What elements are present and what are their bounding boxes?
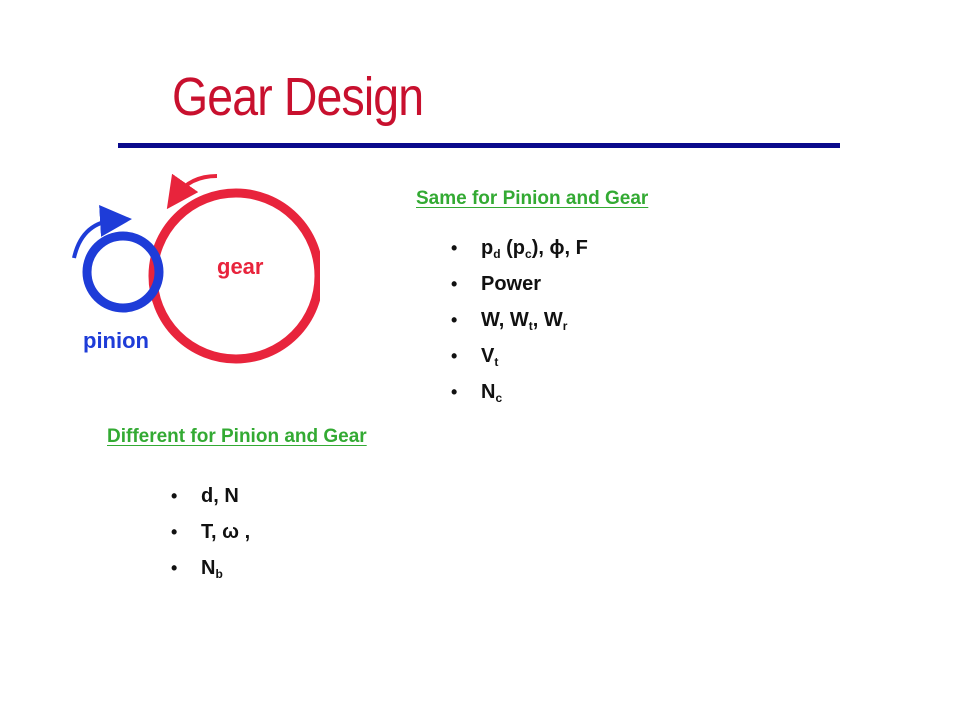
bullet-text: V xyxy=(481,345,495,367)
bullet-dot: • xyxy=(451,346,458,366)
pinion-rotation-arrow-icon xyxy=(72,204,132,259)
gear-diagram xyxy=(72,173,320,364)
bullet-subscript: c xyxy=(495,391,503,405)
bullet-dot: • xyxy=(451,274,458,294)
bullet-text: T, ω , xyxy=(201,521,251,543)
different-bullet-list: • d, N • T, ω , • Nb xyxy=(171,478,250,586)
bullet-text: , W xyxy=(532,309,563,331)
same-bullet-list: •pd (pc), ϕ, F •Power •W, Wt, Wr •Vt •Nc xyxy=(451,230,588,410)
title-underline-rule xyxy=(118,143,840,148)
list-item: • Vt xyxy=(451,338,588,374)
pinion-circle xyxy=(82,231,164,313)
slide-title: Gear Design xyxy=(172,67,424,127)
bullet-dot: • xyxy=(451,310,458,330)
gear-label: gear xyxy=(217,254,264,279)
bullet-text: d, N xyxy=(201,485,239,507)
bullet-text: W, W xyxy=(481,309,529,331)
gear-rotation-arrow-icon xyxy=(166,173,218,210)
list-item: • pd (pc), ϕ, F xyxy=(451,230,588,266)
bullet-dot: • xyxy=(451,238,458,258)
bullet-subscript: r xyxy=(562,319,568,333)
bullet-dot: • xyxy=(171,522,178,542)
same-heading: Same for Pinion and Gear xyxy=(416,188,649,209)
bullet-text: (p xyxy=(500,237,525,259)
bullet-subscript: b xyxy=(215,567,223,581)
bullet-text: ), ϕ, F xyxy=(531,237,588,259)
list-item: • W, Wt, Wr xyxy=(451,302,588,338)
list-item: • T, ω , xyxy=(171,514,250,550)
gear-circle xyxy=(148,188,320,364)
list-item: • Nc xyxy=(451,374,588,410)
bullet-dot: • xyxy=(451,382,458,402)
list-item: • d, N xyxy=(171,478,250,514)
bullet-text: Power xyxy=(481,273,542,295)
bullet-dot: • xyxy=(171,486,178,506)
bullet-subscript: c xyxy=(525,247,532,261)
list-item: • Nb xyxy=(171,550,250,586)
bullet-subscript: t xyxy=(528,319,533,333)
different-heading: Different for Pinion and Gear xyxy=(107,426,367,447)
bullet-dot: • xyxy=(171,558,178,578)
list-item: • Power xyxy=(451,266,588,302)
pinion-label: pinion xyxy=(83,328,149,353)
bullet-subscript: d xyxy=(493,247,501,261)
bullet-text: N xyxy=(481,381,496,403)
bullet-text: N xyxy=(201,557,216,579)
bullet-text: p xyxy=(481,237,494,259)
bullet-subscript: t xyxy=(494,355,499,369)
